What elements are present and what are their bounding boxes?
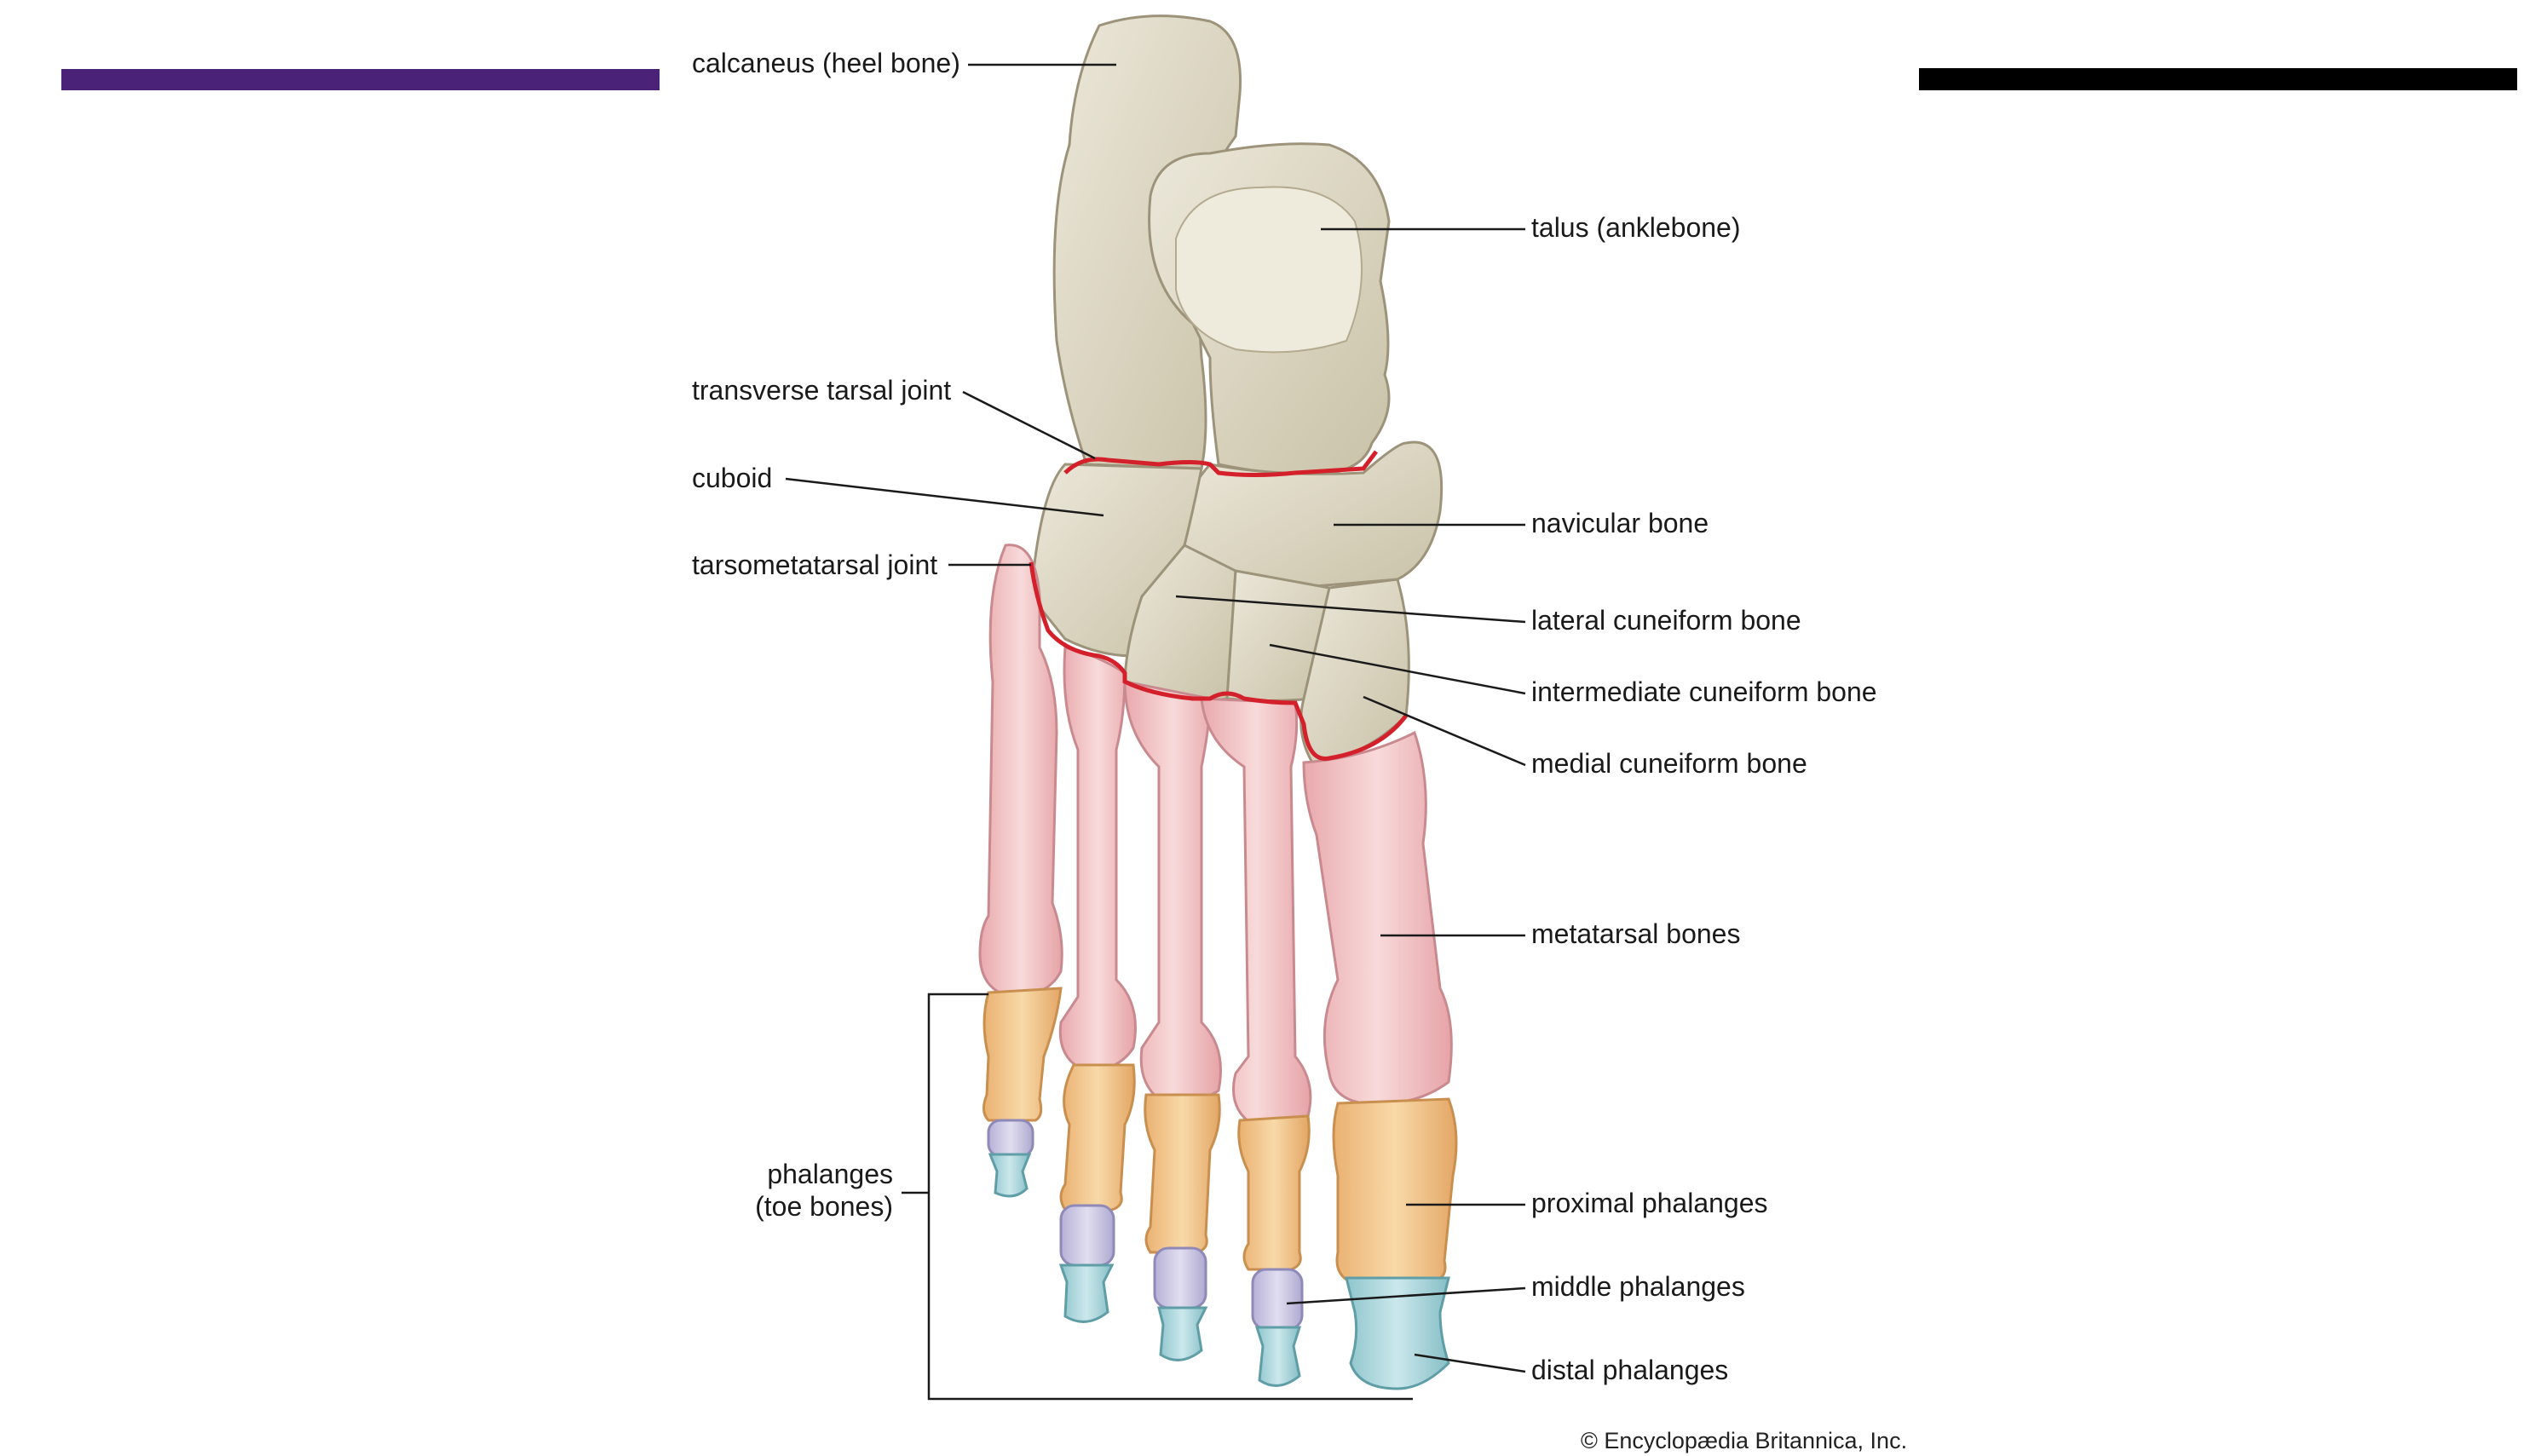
leader-cuboid [785, 477, 1104, 517]
proximal-phalanx-1 [1332, 1097, 1458, 1284]
middle-phalanx-5 [987, 1119, 1034, 1158]
leader-middle-phalanges [1286, 1286, 1526, 1305]
label-middle-phalanges: middle phalanges [1531, 1271, 1745, 1302]
label-distal-phalanges: distal phalanges [1531, 1355, 1729, 1385]
copyright-credit: © Encyclopædia Britannica, Inc. [1581, 1428, 1908, 1453]
distal-phalanx-1 [1345, 1276, 1450, 1390]
label-medial-cuneiform: medial cuneiform bone [1531, 748, 1807, 779]
label-lateral-cuneiform: lateral cuneiform bone [1531, 605, 1801, 636]
metatarsal-4 [1058, 646, 1137, 1072]
distal-phalanx-5 [988, 1153, 1032, 1198]
leader-lines [785, 63, 1526, 1401]
proximal-phalanx-4 [1059, 1063, 1136, 1211]
distal-phalanx-4 [1058, 1263, 1115, 1323]
leader-lateral-cuneiform [1175, 595, 1526, 624]
middle-phalanx-3 [1153, 1246, 1207, 1309]
tarsometatarsal-joint-line [1029, 561, 1408, 761]
label-intermediate-cuneiform: intermediate cuneiform bone [1531, 676, 1877, 707]
right-accent-bar [1919, 68, 2517, 90]
label-navicular: navicular bone [1531, 508, 1709, 538]
label-calcaneus: calcaneus (heel bone) [692, 48, 960, 78]
metatarsal-1 [1302, 730, 1453, 1106]
phalanges-bracket [927, 993, 1413, 1401]
label-tarsometatarsal-joint: tarsometatarsal joint [692, 550, 938, 580]
talus-head [1175, 186, 1363, 354]
leader-distal-phalanges [1414, 1353, 1526, 1373]
proximal-phalanx-2 [1237, 1114, 1311, 1271]
leader-intermediate-cuneiform [1269, 643, 1526, 695]
label-talus: talus (anklebone) [1531, 212, 1741, 243]
label-proximal-phalanges: proximal phalanges [1531, 1188, 1768, 1218]
leader-transverse-tarsal [962, 390, 1096, 460]
label-toe-bones: (toe bones) [755, 1191, 893, 1222]
middle-phalanx-2 [1251, 1268, 1304, 1331]
proximal-phalanx-5 [983, 987, 1063, 1122]
proximal-phalanx-3 [1144, 1093, 1221, 1254]
metatarsal-3 [1123, 680, 1222, 1103]
distal-phalanx-2 [1254, 1326, 1302, 1387]
left-accent-bar [61, 69, 660, 90]
label-phalanges: phalanges [767, 1159, 893, 1189]
label-metatarsal: metatarsal bones [1531, 918, 1741, 949]
metatarsal-5 [978, 544, 1063, 998]
label-cuboid: cuboid [692, 463, 773, 493]
label-transverse-tarsal-joint: transverse tarsal joint [692, 375, 952, 406]
distal-phalanx-3 [1157, 1306, 1208, 1361]
transverse-tarsal-joint-line [1063, 450, 1378, 477]
calcaneus-bone [1052, 14, 1242, 470]
leader-medial-cuneiform [1363, 695, 1526, 767]
middle-phalanx-4 [1059, 1204, 1115, 1267]
